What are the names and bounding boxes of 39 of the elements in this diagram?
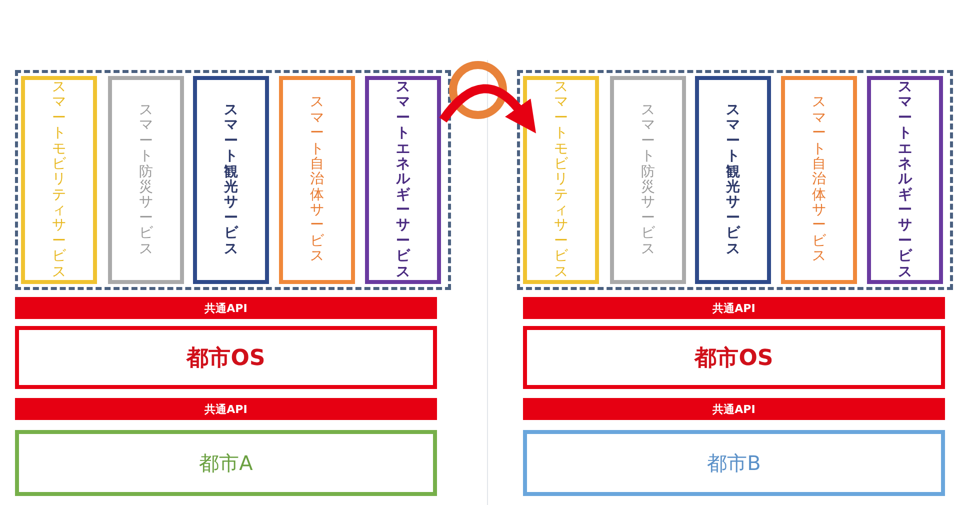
layer-label: 都市A [199, 450, 253, 476]
service-label: スマートモビリティサービス [554, 80, 568, 280]
curved-arrow [439, 84, 537, 133]
os-layer-box [523, 326, 945, 389]
dashed-group-frame [517, 70, 953, 290]
service-column [781, 76, 857, 284]
service-label: スマート防災サービス [641, 103, 655, 257]
service-column [867, 76, 943, 284]
dashed-group-frame [15, 70, 451, 290]
layer-label: 共通API [204, 300, 248, 316]
service-label: スマート防災サービス [139, 103, 153, 257]
service-label: スマート観光サービス [726, 103, 740, 257]
service-label: スマートモビリティサービス [52, 80, 66, 280]
layer-label: 都市OS [186, 344, 266, 372]
api-bar [15, 297, 437, 319]
os-layer-box [15, 326, 437, 389]
api-bar [523, 297, 945, 319]
service-column [21, 76, 97, 284]
city-box [15, 430, 437, 496]
service-column [279, 76, 355, 284]
service-column [108, 76, 184, 284]
service-column [610, 76, 686, 284]
service-column [695, 76, 771, 284]
service-label: スマート自治体サービス [812, 95, 826, 265]
layer-label: 共通API [204, 402, 248, 416]
city-box [523, 430, 945, 496]
service-label: スマートエネルギーサービス [396, 80, 410, 280]
api-bar [523, 398, 945, 420]
service-column [523, 76, 599, 284]
service-column [193, 76, 269, 284]
api-bar [15, 398, 437, 420]
service-label: スマートエネルギーサービス [898, 80, 912, 280]
service-label: スマート自治体サービス [310, 95, 324, 265]
layer-label: 都市B [707, 450, 761, 476]
service-label: スマート観光サービス [224, 103, 238, 257]
layer-label: 共通API [712, 300, 756, 316]
layer-label: 都市OS [694, 344, 774, 372]
service-column [365, 76, 441, 284]
layer-label: 共通API [712, 402, 756, 416]
